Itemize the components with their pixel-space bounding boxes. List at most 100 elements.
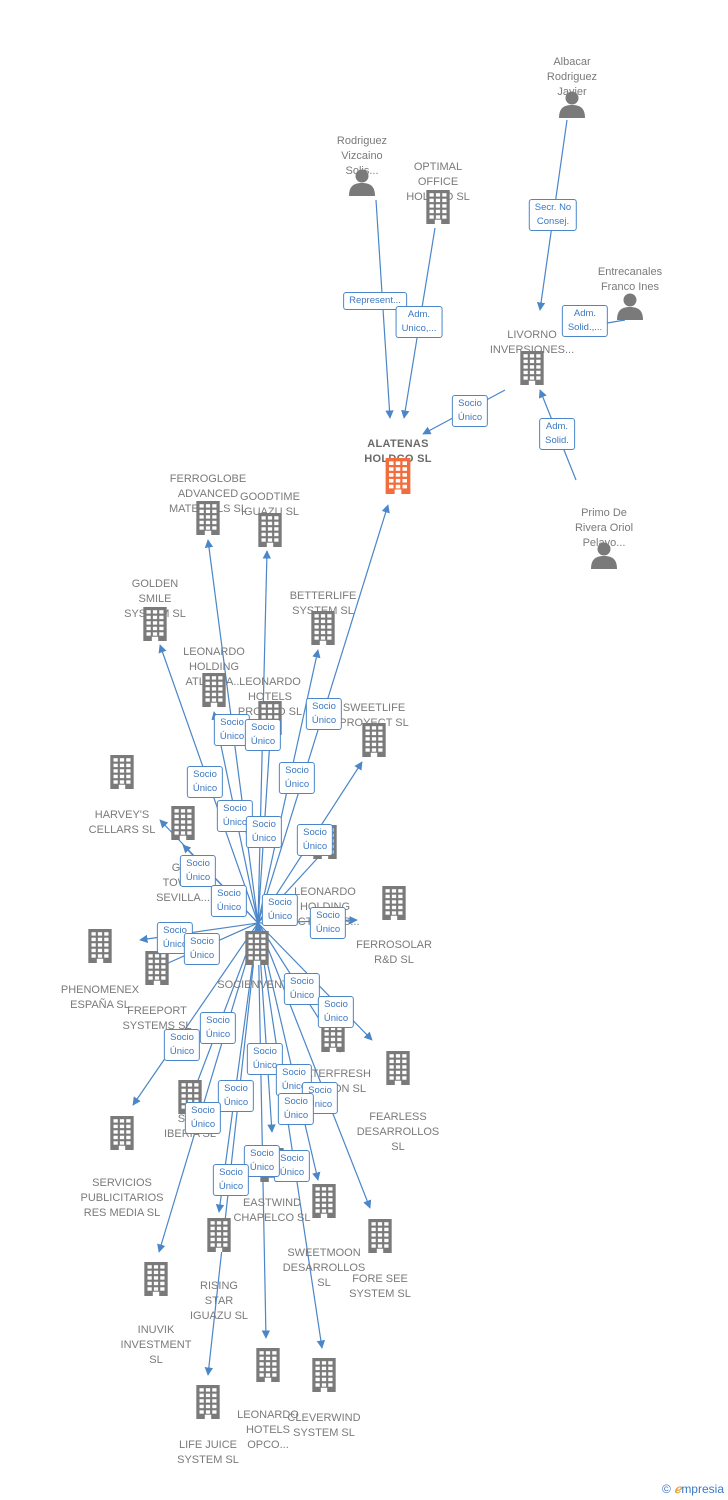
relation-badge[interactable]: Socio Único bbox=[217, 1080, 255, 1112]
company-building-icon[interactable] bbox=[205, 1218, 233, 1257]
relation-badge[interactable]: Socio Único bbox=[243, 1145, 281, 1177]
company-building-icon[interactable] bbox=[380, 886, 408, 925]
company-building-icon[interactable] bbox=[384, 1051, 412, 1090]
relation-edge bbox=[215, 922, 259, 1213]
company-building-icon[interactable] bbox=[194, 1385, 222, 1424]
node-label: HARVEY'S CELLARS SL bbox=[88, 809, 156, 836]
relation-badge[interactable]: Adm. Unico,... bbox=[395, 306, 443, 338]
company-building-icon[interactable] bbox=[254, 1348, 282, 1387]
node-label: SERVICIOS PUBLICITARIOS RES MEDIA SL bbox=[80, 1177, 164, 1219]
company-building-icon[interactable] bbox=[141, 607, 169, 646]
relation-badge[interactable]: Socio Único bbox=[317, 996, 355, 1028]
node-livorno[interactable]: LIVORNO INVERSIONES... bbox=[482, 328, 582, 358]
node-label: Entrecanales Franco Ines bbox=[597, 266, 663, 293]
relation-badge[interactable]: Socio Único bbox=[245, 816, 283, 848]
relation-edge bbox=[257, 922, 321, 1181]
node-label: RISING STAR IGUAZU SL bbox=[189, 1280, 249, 1322]
company-building-icon[interactable] bbox=[108, 755, 136, 794]
node-servicios[interactable]: SERVICIOS PUBLICITARIOS RES MEDIA SL bbox=[72, 1176, 172, 1221]
node-label: SWEETMOON DESARROLLOS SL bbox=[282, 1247, 366, 1289]
node-primo[interactable]: Primo De Rivera Oriol Pelayo... bbox=[554, 506, 654, 551]
relation-badge[interactable]: Socio Único bbox=[183, 933, 221, 965]
company-building-icon[interactable] bbox=[169, 806, 197, 845]
relation-badge[interactable]: Socio Único bbox=[283, 973, 321, 1005]
relation-badge[interactable]: Socio Único bbox=[179, 855, 217, 887]
company-building-icon[interactable] bbox=[366, 1219, 394, 1258]
node-label: Albacar Rodriguez Javier bbox=[546, 56, 598, 98]
relation-badge[interactable]: Socio Único bbox=[199, 1012, 237, 1044]
relation-badge[interactable]: Socio Único bbox=[451, 395, 489, 427]
node-rising[interactable]: RISING STAR IGUAZU SL bbox=[169, 1279, 269, 1324]
node-entrecanales[interactable]: Entrecanales Franco Ines bbox=[580, 265, 680, 295]
relation-badge[interactable]: Socio Único bbox=[212, 1164, 250, 1196]
node-inuvik[interactable]: INUVIK INVESTMENT SL bbox=[106, 1323, 206, 1368]
person-icon[interactable] bbox=[558, 90, 586, 123]
empresia-brand[interactable]: © ℯmpresia bbox=[662, 1482, 724, 1496]
relation-edge bbox=[257, 922, 326, 1349]
node-phenomenex[interactable]: PHENOMENEX ESPAÑA SL bbox=[50, 983, 150, 1013]
relation-edge bbox=[257, 922, 271, 1339]
relation-badge[interactable]: Socio Único bbox=[273, 1150, 311, 1182]
node-albacar[interactable]: Albacar Rodriguez Javier bbox=[522, 55, 622, 100]
node-label: Primo De Rivera Oriol Pelayo... bbox=[574, 507, 634, 549]
node-label: FEARLESS DESARROLLOS SL bbox=[356, 1111, 440, 1153]
company-building-icon[interactable] bbox=[86, 929, 114, 968]
company-building-icon[interactable] bbox=[310, 1184, 338, 1223]
node-label: INUVIK INVESTMENT SL bbox=[120, 1324, 192, 1366]
relation-edge bbox=[204, 922, 259, 1376]
relation-badge[interactable]: Adm. Solid. bbox=[539, 418, 575, 450]
relation-badge[interactable]: Socio Único bbox=[305, 698, 343, 730]
relation-badge[interactable]: Socio Único bbox=[210, 885, 248, 917]
node-harveys[interactable]: HARVEY'S CELLARS SL bbox=[72, 808, 172, 838]
node-fearless[interactable]: FEARLESS DESARROLLOS SL bbox=[348, 1110, 448, 1155]
company-building-icon[interactable] bbox=[108, 1116, 136, 1155]
node-eastwind[interactable]: EASTWIND CHAPELCO SL bbox=[222, 1196, 322, 1226]
node-label: LIVORNO INVERSIONES... bbox=[489, 329, 575, 356]
company-building-icon[interactable] bbox=[360, 723, 388, 762]
node-label: LEONARDO HOTELS OPCO... bbox=[237, 1409, 299, 1451]
relation-badge[interactable]: Socio Único bbox=[216, 800, 254, 832]
relation-badge[interactable]: Socio Único bbox=[278, 762, 316, 794]
focus-company-building-icon[interactable] bbox=[383, 458, 413, 499]
person-icon[interactable] bbox=[590, 541, 618, 574]
relation-edge bbox=[132, 922, 259, 1106]
company-building-icon[interactable] bbox=[309, 611, 337, 650]
node-lifejuice[interactable]: LIFE JUICE SYSTEM SL bbox=[158, 1438, 258, 1468]
node-label: FORE SEE SYSTEM SL bbox=[349, 1273, 411, 1300]
node-label: EASTWIND CHAPELCO SL bbox=[233, 1197, 311, 1224]
company-building-icon[interactable] bbox=[143, 951, 171, 990]
empresia-logo-e: ℯ bbox=[674, 1482, 682, 1496]
relation-badge[interactable]: Adm. Solid.,... bbox=[561, 305, 609, 337]
node-label: FERROSOLAR R&D SL bbox=[356, 939, 432, 966]
relation-badge[interactable]: Socio Único bbox=[277, 1093, 315, 1125]
node-cleverwind[interactable]: CLEVERWIND SYSTEM SL bbox=[274, 1411, 374, 1441]
company-building-icon[interactable] bbox=[142, 1262, 170, 1301]
relation-badge[interactable]: Socio Único bbox=[244, 719, 282, 751]
node-socienvent[interactable]: SOCIENVENT... bbox=[207, 978, 307, 993]
person-icon[interactable] bbox=[616, 292, 644, 325]
company-building-icon[interactable] bbox=[200, 673, 228, 712]
relation-edge bbox=[157, 922, 259, 1253]
copyright-symbol: © bbox=[662, 1482, 671, 1496]
relation-badge[interactable]: Socio Único bbox=[309, 907, 347, 939]
relation-badge[interactable]: Socio Único bbox=[213, 714, 251, 746]
relation-badge[interactable]: Represent... bbox=[343, 292, 407, 310]
company-building-icon[interactable] bbox=[243, 931, 271, 970]
node-ferrosolar[interactable]: FERROSOLAR R&D SL bbox=[344, 938, 444, 968]
company-building-icon[interactable] bbox=[518, 351, 546, 390]
node-leoopco[interactable]: LEONARDO HOTELS OPCO... bbox=[218, 1408, 318, 1453]
relation-badge[interactable]: Socio Único bbox=[186, 766, 224, 798]
node-foresee[interactable]: FORE SEE SYSTEM SL bbox=[330, 1272, 430, 1302]
company-building-icon[interactable] bbox=[310, 1358, 338, 1397]
relation-badge[interactable]: Socio Único bbox=[163, 1029, 201, 1061]
company-building-icon[interactable] bbox=[256, 513, 284, 552]
company-building-icon[interactable] bbox=[424, 190, 452, 229]
node-sweetmoon[interactable]: SWEETMOON DESARROLLOS SL bbox=[274, 1246, 374, 1291]
person-icon[interactable] bbox=[348, 168, 376, 201]
relation-badge[interactable]: Socio Único bbox=[184, 1102, 222, 1134]
node-rodriguez[interactable]: Rodriguez Vizcaino Solis... bbox=[312, 134, 412, 179]
relation-badge[interactable]: Socio Único bbox=[296, 824, 334, 856]
relation-badge[interactable]: Secr. No Consej. bbox=[528, 199, 578, 231]
relation-badge[interactable]: Socio Único bbox=[261, 894, 299, 926]
company-building-icon[interactable] bbox=[194, 501, 222, 540]
